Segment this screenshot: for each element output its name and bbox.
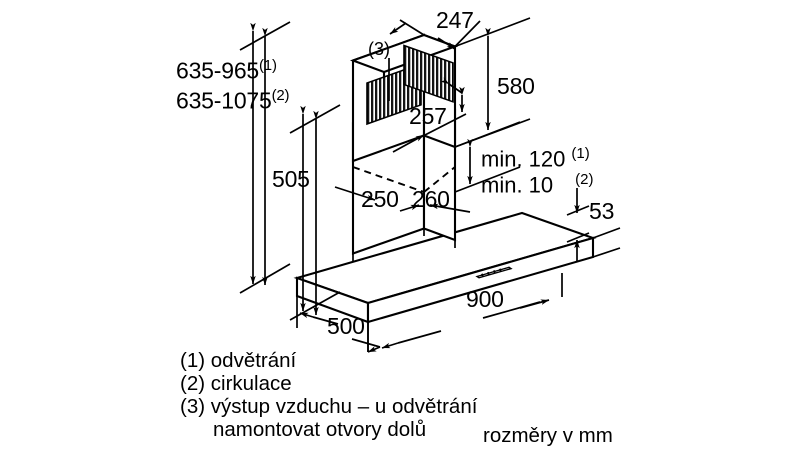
ext-line-247-right bbox=[454, 20, 481, 48]
dimension-lines bbox=[239, 17, 621, 353]
dim-arrow-257-upper bbox=[440, 77, 463, 94]
dim-label-250: 250 bbox=[361, 186, 399, 212]
ext-tick-53-lower bbox=[566, 232, 590, 243]
dim-arrow-500-left bbox=[299, 312, 314, 319]
dim-label-505: 505 bbox=[272, 166, 310, 192]
ref-marker-1: (1) bbox=[259, 57, 277, 74]
ext-line-247-left bbox=[399, 19, 425, 36]
dim-arrow-500-right bbox=[367, 346, 381, 353]
ref-marker-2b: (2) bbox=[575, 171, 594, 188]
dim-line-500-seg-left bbox=[312, 316, 339, 325]
dim-label-260: 260 bbox=[412, 186, 450, 212]
dimension-lines-2 bbox=[262, 27, 319, 316]
legend-item-3: (3) výstup vzduchu – u odvětrání bbox=[180, 395, 477, 419]
dim-label-height-range-vent: 635-965(1) bbox=[176, 57, 277, 84]
dim-label-min-clearance-recirc: min. 10(2) bbox=[481, 171, 594, 198]
dim-label-min-clearance-vent: min. 120(1) bbox=[481, 145, 590, 172]
legend-marker-3: (3) bbox=[180, 395, 206, 418]
dim-arrow-247-right bbox=[437, 37, 456, 50]
ext-line-53-bottom bbox=[592, 247, 621, 258]
dim-label-900: 900 bbox=[466, 286, 504, 312]
ext-line-53-top bbox=[592, 227, 621, 239]
ext-line-min-bottom bbox=[454, 166, 521, 193]
louver-side-panel bbox=[403, 44, 454, 103]
tag-label-air-outlet: (3) bbox=[368, 39, 390, 59]
control-panel bbox=[475, 266, 513, 279]
ext-line-505-top bbox=[289, 104, 341, 134]
ext-line-257-top bbox=[423, 113, 467, 137]
air-outlet-louvers bbox=[366, 44, 454, 126]
dim-label-height-range-recirc: 635-1075(2) bbox=[176, 87, 290, 114]
dim-line-500-seg-right bbox=[351, 338, 381, 348]
legend-text-2: cirkulace bbox=[210, 372, 292, 395]
legend-item-3-continuation: namontovat otvory dolů bbox=[213, 418, 427, 441]
dim-label-580: 580 bbox=[497, 73, 535, 99]
dim-line-900-left-seg bbox=[397, 330, 442, 344]
dim-arrow-257-bottom bbox=[392, 134, 425, 153]
legend-text-1: odvětrání bbox=[210, 349, 297, 372]
dim-arrow-250-outer bbox=[334, 186, 376, 201]
hidden-edge-lines bbox=[352, 166, 456, 193]
legend-item-1: (1) odvětrání bbox=[180, 349, 296, 373]
dim-label-500: 500 bbox=[327, 313, 365, 339]
dim-label-257: 257 bbox=[409, 103, 447, 129]
ext-tick-53-upper bbox=[566, 205, 590, 216]
legend-marker-2: (2) bbox=[180, 372, 206, 395]
ext-line-min-top bbox=[454, 121, 521, 148]
legend-text-3: výstup vzduchu – u odvětrání bbox=[210, 395, 478, 418]
dim-label-247: 247 bbox=[436, 7, 474, 33]
units-note: rozměry v mm bbox=[483, 424, 613, 447]
dim-arrow-260-inner bbox=[429, 203, 471, 213]
dim-arrow-900-left bbox=[381, 342, 399, 349]
legend-item-2: (2) cirkulace bbox=[180, 372, 292, 396]
ref-marker-2: (2) bbox=[271, 87, 290, 104]
ext-line-580-top bbox=[454, 17, 531, 48]
legend-marker-1: (1) bbox=[180, 349, 206, 372]
dim-arrow-900-right bbox=[519, 299, 550, 309]
dim-arrow-247-left bbox=[389, 22, 407, 35]
ref-marker-1b: (1) bbox=[571, 145, 590, 162]
dim-label-53: 53 bbox=[589, 198, 615, 224]
dim-arrow-250-inner bbox=[399, 204, 420, 212]
